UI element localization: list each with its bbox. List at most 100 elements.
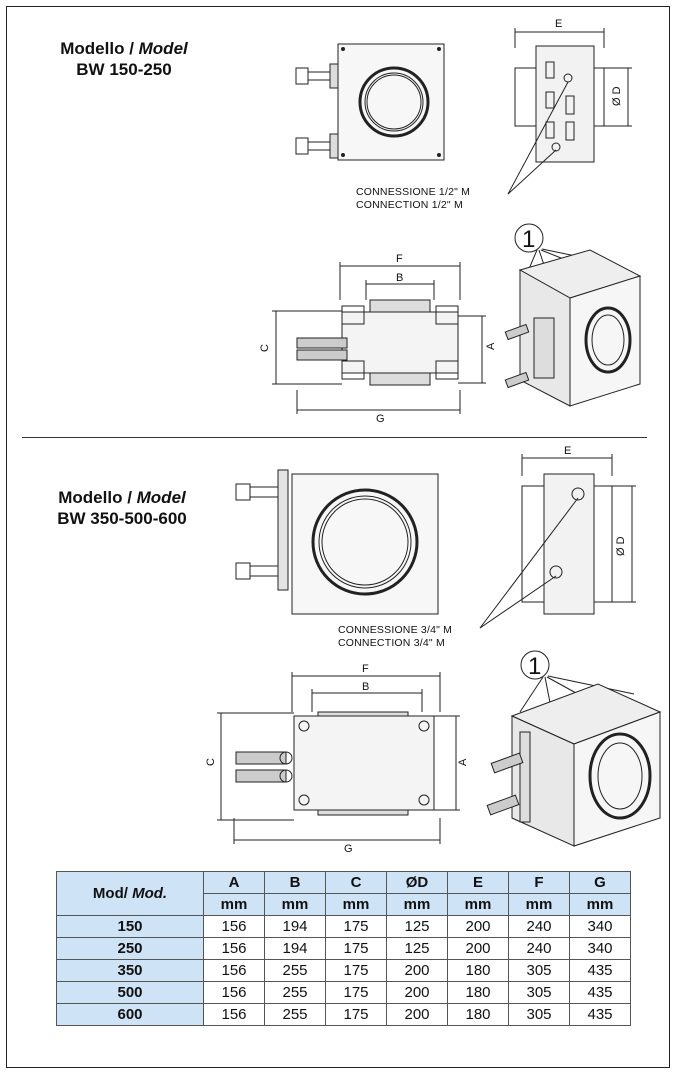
- column-header: A: [203, 871, 265, 894]
- table-cell: 200: [386, 959, 448, 982]
- table-cell: 156: [203, 915, 265, 938]
- row-model: 600: [56, 1003, 204, 1026]
- table-cell: 255: [264, 981, 326, 1004]
- table-cell: 200: [447, 937, 509, 960]
- table-cell: 435: [569, 959, 631, 982]
- dim-D: Ø D: [611, 86, 623, 106]
- unit-cell: mm: [264, 893, 326, 916]
- dim-C: C: [259, 344, 271, 352]
- table-row: 350 156 255 175 200 180 305 435: [56, 959, 631, 982]
- dim-F: F: [362, 663, 369, 675]
- table-cell: 175: [325, 1003, 387, 1026]
- table-cell: 435: [569, 981, 631, 1004]
- table-units-row: mm mm mm mm mm mm mm: [57, 893, 631, 916]
- mod-label-italic: Mod.: [132, 885, 168, 902]
- s2-side-view: E Ø D: [479, 445, 636, 629]
- table-cell: 200: [386, 1003, 448, 1026]
- column-header: ØD: [386, 871, 448, 894]
- table-row: 250 156 194 175 125 200 240 340: [56, 937, 631, 960]
- dim-G: G: [344, 843, 353, 855]
- table-cell: 255: [264, 1003, 326, 1026]
- table-cell: 194: [264, 937, 326, 960]
- table-cell: 175: [325, 915, 387, 938]
- table-row: 600 156 255 175 200 180 305 435: [56, 1003, 631, 1026]
- table-cell: 175: [325, 937, 387, 960]
- table-cell: 156: [203, 959, 265, 982]
- dim-B: B: [362, 681, 369, 693]
- table-row: 500 156 255 175 200 180 305 435: [56, 981, 631, 1004]
- s1-isometric-view: 1: [504, 223, 642, 407]
- callout-number: 1: [522, 226, 535, 253]
- title-prefix: Modello /: [60, 39, 139, 58]
- table-cell: 240: [508, 937, 570, 960]
- unit-cell: mm: [508, 893, 570, 916]
- dim-G: G: [376, 413, 385, 425]
- table-cell: 200: [447, 915, 509, 938]
- unit-cell: mm: [386, 893, 448, 916]
- section-divider: [22, 437, 647, 438]
- dim-A: A: [485, 342, 497, 350]
- title-italic: Model: [136, 488, 186, 507]
- s1-front-view: [295, 43, 445, 161]
- title-italic: Model: [138, 39, 188, 58]
- table-cell: 435: [569, 1003, 631, 1026]
- dim-D: Ø D: [615, 536, 627, 556]
- row-model: 150: [56, 915, 204, 938]
- table-cell: 200: [386, 981, 448, 1004]
- s2-front-view: [235, 469, 439, 615]
- connection-it: CONNESSIONE 1/2" M: [356, 186, 471, 198]
- section2-title: Modello / Model BW 350-500-600: [22, 487, 222, 529]
- section1-connection-note: CONNESSIONE 1/2" M CONNECTION 1/2" M: [356, 186, 470, 212]
- table-cell: 125: [386, 937, 448, 960]
- table-cell: 180: [447, 981, 509, 1004]
- table-cell: 194: [264, 915, 326, 938]
- table-cell: 255: [264, 959, 326, 982]
- column-header: C: [325, 871, 387, 894]
- unit-cell: mm: [325, 893, 387, 916]
- dim-C: C: [205, 758, 217, 766]
- column-header: F: [508, 871, 570, 894]
- model-name: BW 350-500-600: [57, 509, 187, 528]
- column-header: G: [569, 871, 631, 894]
- dim-E: E: [555, 18, 562, 30]
- table-cell: 305: [508, 1003, 570, 1026]
- model-name: BW 150-250: [76, 60, 172, 79]
- table-cell: 175: [325, 981, 387, 1004]
- table-cell: 305: [508, 959, 570, 982]
- table-header-row: Mod/ Mod. A B C ØD E F G: [56, 871, 631, 916]
- table-cell: 175: [325, 959, 387, 982]
- table-row: 150 156 194 175 125 200 240 340: [56, 915, 631, 938]
- table-cell: 156: [203, 937, 265, 960]
- table-cell: 156: [203, 1003, 265, 1026]
- dim-F: F: [396, 253, 403, 265]
- unit-cell: mm: [569, 893, 631, 916]
- table-cell: 125: [386, 915, 448, 938]
- section1-title: Modello / Model BW 150-250: [24, 38, 224, 80]
- dim-B: B: [396, 272, 403, 284]
- table-cell: 240: [508, 915, 570, 938]
- connection-en: CONNECTION 1/2" M: [356, 199, 463, 211]
- unit-cell: mm: [447, 893, 509, 916]
- table-cell: 156: [203, 981, 265, 1004]
- mod-label-prefix: Mod/: [92, 885, 133, 902]
- s1-side-view: E Ø D: [507, 18, 632, 195]
- s2-isometric-view: 1: [486, 650, 662, 847]
- s1-top-view: F B C A G: [259, 253, 497, 425]
- technical-drawings: E Ø D F B C A G 1: [205, 18, 662, 855]
- table-cell: 340: [569, 915, 631, 938]
- table-cell: 340: [569, 937, 631, 960]
- model-column-header: Mod/ Mod.: [56, 871, 204, 916]
- row-model: 250: [56, 937, 204, 960]
- title-prefix: Modello /: [58, 488, 137, 507]
- callout-number: 1: [528, 653, 541, 680]
- unit-cell: mm: [203, 893, 265, 916]
- column-header: B: [264, 871, 326, 894]
- table-cell: 305: [508, 981, 570, 1004]
- dim-E: E: [564, 445, 571, 457]
- section2-connection-note: CONNESSIONE 3/4" M CONNECTION 3/4" M: [338, 624, 452, 650]
- connection-it: CONNESSIONE 3/4" M: [338, 624, 453, 636]
- dim-A: A: [457, 758, 469, 766]
- table-cell: 180: [447, 959, 509, 982]
- row-model: 350: [56, 959, 204, 982]
- dimensions-table: Mod/ Mod. A B C ØD E F G mm mm mm mm mm …: [56, 871, 631, 1026]
